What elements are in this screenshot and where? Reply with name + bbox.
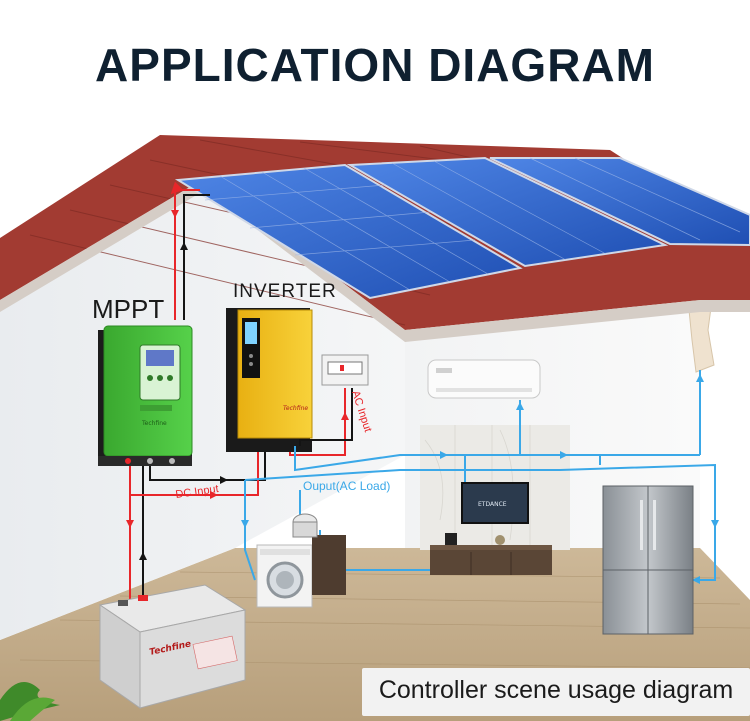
roof-edge — [0, 178, 750, 342]
mppt-brand: Techfine — [141, 420, 167, 427]
inverter[interactable]: Techfine — [226, 308, 313, 452]
page-title: APPLICATION DIAGRAM — [95, 39, 655, 91]
inverter-brand: Techfine — [283, 405, 308, 412]
caption-bar — [362, 668, 750, 716]
television: ETDANCE — [461, 482, 529, 524]
ac-output-wiring — [244, 370, 716, 581]
plant — [0, 682, 60, 721]
dc-input-label: DC Input — [175, 483, 220, 501]
battery-bank[interactable]: Techfine — [98, 584, 247, 709]
breaker-box — [321, 354, 369, 386]
mppt-controller[interactable]: Techfine — [98, 325, 193, 466]
tv-screen-text: ETDANCE — [478, 501, 507, 508]
inverter-label: INVERTER — [233, 281, 337, 302]
tv-cabinet — [430, 533, 552, 575]
caption: Controller scene usage diagram — [378, 676, 734, 704]
output-ac-load-label: Ouput(AC Load) — [303, 479, 390, 493]
rice-cooker-cabinet — [292, 513, 346, 595]
dc-wiring — [129, 181, 353, 605]
dc-arrows — [126, 210, 349, 560]
solar-panels — [174, 156, 750, 300]
left-wall — [0, 170, 405, 640]
air-conditioner — [427, 359, 541, 399]
mppt-label: MPPT — [92, 294, 164, 324]
washing-machine[interactable] — [256, 544, 313, 608]
refrigerator[interactable] — [602, 485, 694, 635]
